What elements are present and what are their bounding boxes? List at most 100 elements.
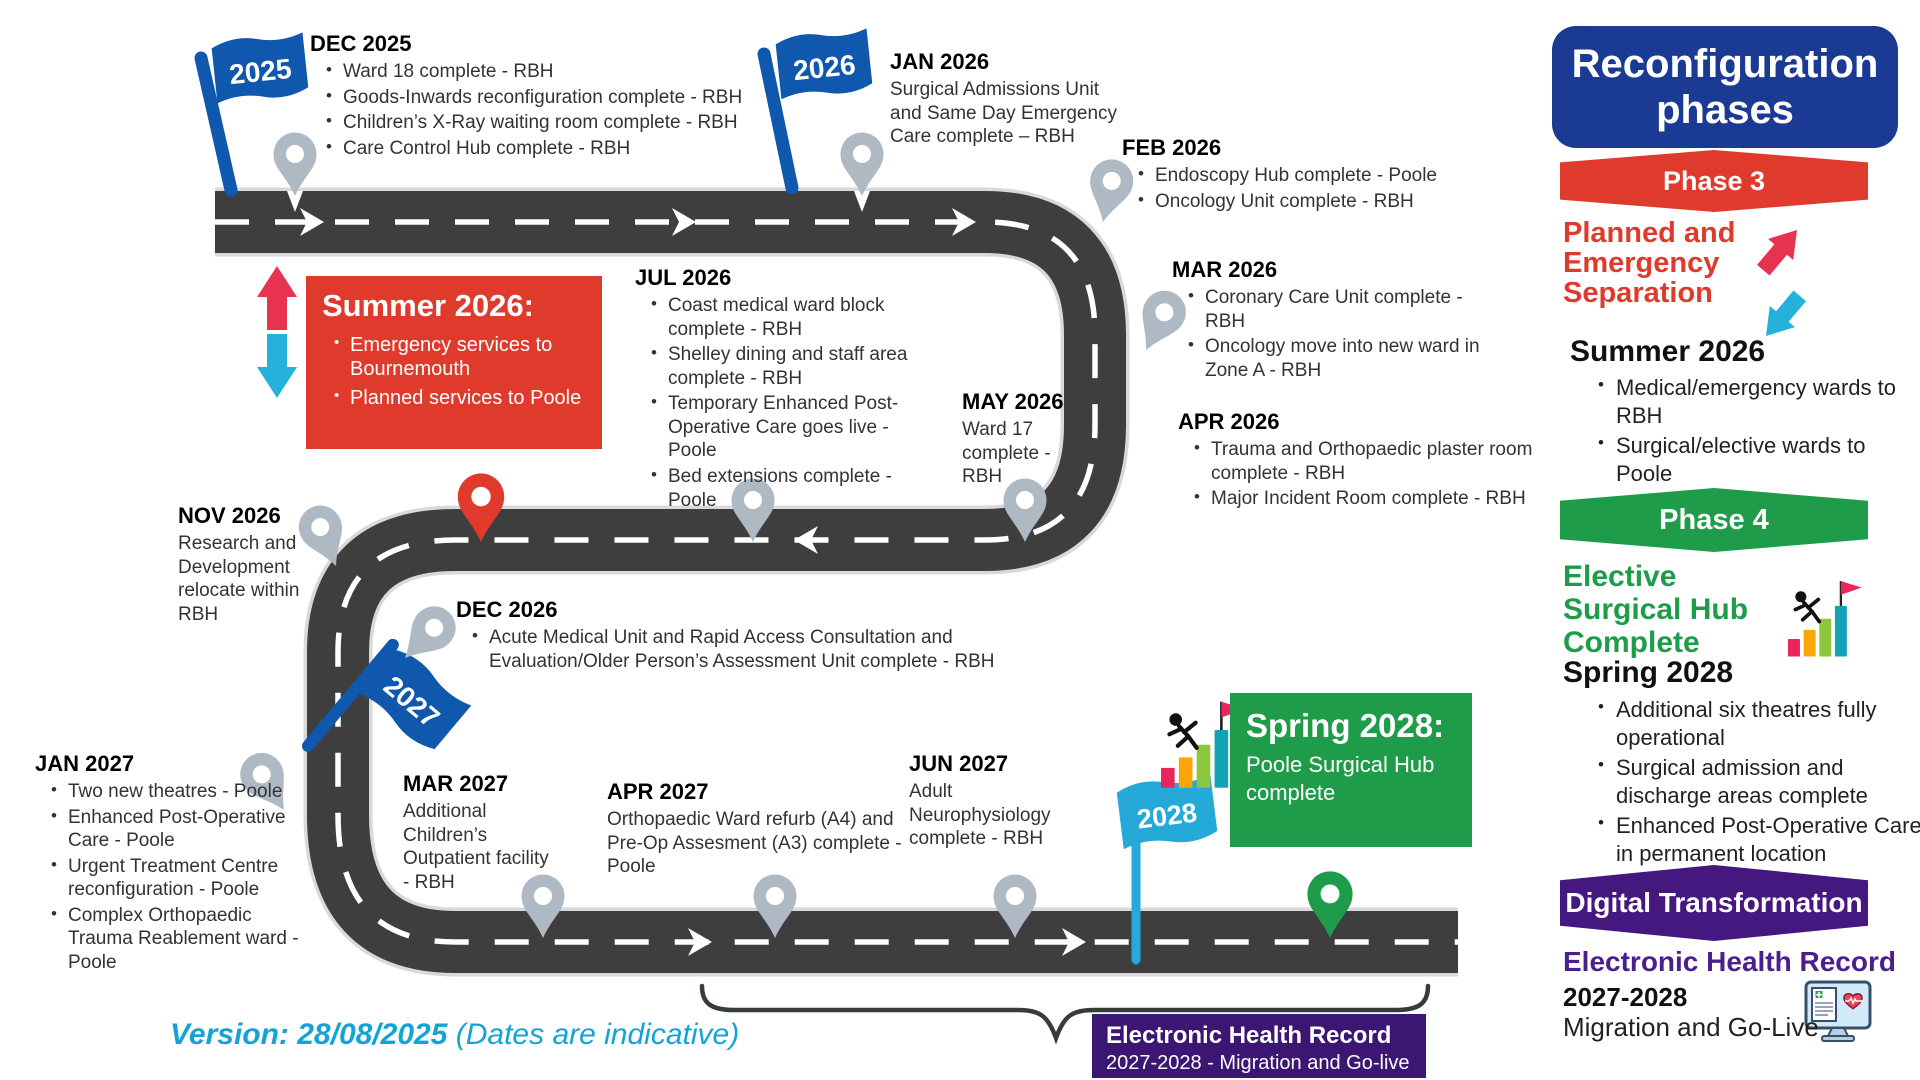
bullet-item: Children’s X-Ray waiting room complete -… [326,110,760,135]
callout-heading: Summer 2026: [322,288,534,323]
bullet-item: Additional six theatres fully operationa… [1598,696,1920,751]
flag-2025-label: 2025 [228,53,293,90]
sidebar-climber-chart-icon [1786,579,1864,659]
bullet-item: Goods-Inwards reconfiguration complete -… [326,85,760,110]
bullet-item: Complex Orthopaedic Trauma Reablement wa… [51,903,320,975]
milestone-jun-2027: JUN 2027 Adult Neurophysiology complete … [909,751,1084,851]
milestone-heading: APR 2026 [1178,409,1280,434]
phase3-heading: Planned and Emergency Separation [1563,217,1736,310]
milestone-body: Adult Neurophysiology complete - RBH [909,781,1051,850]
bullet-item: Planned services to Poole [334,387,588,411]
phase4-banner: Phase 4 [1560,488,1868,552]
milestone-dec-2026: DEC 2026 Acute Medical Unit and Rapid Ac… [456,597,1076,675]
milestone-body: Ward 17 complete - RBH [962,419,1051,488]
milestone-body: Orthopaedic Ward refurb (A4) and Pre-Op … [607,809,902,878]
bullet-item: Two new theatres - Poole [51,779,320,804]
milestone-heading: MAR 2027 [403,771,509,796]
bullet-item: Major Incident Room complete - RBH [1194,486,1533,511]
milestone-bullets: Ward 18 complete - RBHGoods-Inwards reco… [310,59,760,161]
swap-arrows-icon [257,266,297,398]
callout-body: Poole Surgical Hub complete [1246,752,1435,805]
milestone-heading: MAR 2026 [1172,257,1278,282]
bullet-item: Bed extensions complete - Poole [651,464,940,512]
milestone-heading: DEC 2025 [310,31,412,56]
bullet-item: Surgical/elective wards to Poole [1598,432,1918,487]
milestone-body: Surgical Admissions Unit and Same Day Em… [890,79,1118,148]
ehr-subtitle: 2027-2028 - Migration and Go-live [1106,1051,1410,1074]
milestone-heading: DEC 2026 [456,597,558,622]
milestone-mar-2027: MAR 2027 Additional Children’s Outpatien… [403,771,551,894]
phase3-banner: Phase 3 [1560,150,1868,212]
bullet-item: Surgical admission and discharge areas c… [1598,754,1920,809]
milestone-feb-2026: FEB 2026 Endoscopy Hub complete - PooleO… [1122,135,1467,215]
phase3-bullets: Medical/emergency wards to RBHSurgical/e… [1580,374,1918,490]
bullet-item: Ward 18 complete - RBH [326,59,760,84]
summer-2026-callout: Summer 2026: Emergency services to Bourn… [306,276,602,449]
bullet-item: Emergency services to Bournemouth [334,334,588,381]
milestone-may-2026: MAY 2026 Ward 17 complete - RBH [962,389,1074,489]
bullet-item: Enhanced Post-Operative Care - Poole [51,805,320,853]
bullet-item: Acute Medical Unit and Rapid Access Cons… [472,625,1076,673]
milestone-heading: JUL 2026 [635,265,732,290]
flag-2027: 2027 [302,638,472,755]
milestone-heading: JAN 2026 [890,49,990,74]
bullet-item: Care Control Hub complete - RBH [326,136,760,161]
digital-transformation-banner: Digital Transformation [1560,865,1868,941]
milestone-heading: JAN 2027 [35,751,135,776]
phase4-heading: Elective Surgical Hub Complete [1563,560,1749,659]
sidebar-ehr-period: 2027-2028 [1563,982,1688,1012]
bullet-item: Medical/emergency wards to RBH [1598,374,1918,429]
phase4-bullets: Additional six theatres fully operationa… [1580,696,1920,870]
milestone-body: Research and Development relocate within… [178,533,300,625]
bullet-item: Coast medical ward block complete - RBH [651,293,940,341]
milestone-heading: FEB 2026 [1122,135,1222,160]
milestone-bullets: Trauma and Orthopaedic plaster room comp… [1178,437,1533,511]
bullet-item: Temporary Enhanced Post-Operative Care g… [651,391,940,463]
milestone-nov-2026: NOV 2026 Research and Development reloca… [178,503,330,626]
pin-jan-2026 [840,132,884,196]
milestone-bullets: Acute Medical Unit and Rapid Access Cons… [456,625,1076,673]
milestone-apr-2027: APR 2027 Orthopaedic Ward refurb (A4) an… [607,779,907,879]
bullet-item: Oncology move into new ward in Zone A - … [1188,334,1507,382]
curly-brace [699,983,1431,1045]
callout-heading: Spring 2028: [1246,707,1445,744]
callout-bullets: Emergency services to BournemouthPlanned… [320,334,588,411]
milestone-jul-2026: JUL 2026 Coast medical ward block comple… [635,265,940,514]
milestone-jan-2027: JAN 2027 Two new theatres - PooleEnhance… [35,751,320,977]
bullet-item: Shelley dining and staff area complete -… [651,342,940,390]
milestone-mar-2026: MAR 2026 Coronary Care Unit complete - R… [1172,257,1507,384]
milestone-jan-2026: JAN 2026 Surgical Admissions Unit and Sa… [890,49,1126,149]
version-dates-note: (Dates are indicative) [455,1018,740,1051]
bullet-item: Urgent Treatment Centre reconfiguration … [51,854,320,902]
ehr-banner-box: Electronic Health Record 2027-2028 - Mig… [1092,1014,1426,1078]
milestone-bullets: Endoscopy Hub complete - PooleOncology U… [1122,163,1467,214]
bullet-item: Enhanced Post-Operative Care in permanen… [1598,812,1920,867]
sidebar-ehr-heading: Electronic Health Record [1563,946,1896,977]
bullet-item: Endoscopy Hub complete - Poole [1138,163,1467,188]
sidebar-ehr-subtitle: Migration and Go-Live [1563,1012,1819,1042]
bullet-item: Coronary Care Unit complete - RBH [1188,285,1507,333]
milestone-dec-2025: DEC 2025 Ward 18 complete - RBHGoods-Inw… [310,31,760,162]
version-label: Version: 28/08/2025 [170,1018,448,1051]
flag-2028: 2028 [1115,773,1219,965]
bullet-item: Oncology Unit complete - RBH [1138,189,1467,214]
milestone-heading: NOV 2026 [178,503,281,528]
flag-2025: 2025 [194,31,309,197]
sidebar-title: Reconfiguration phases [1552,26,1898,148]
phase4-subheading: Spring 2028 [1563,656,1734,689]
phase3-subheading: Summer 2026 [1570,335,1766,368]
milestone-heading: MAY 2026 [962,389,1064,414]
milestone-bullets: Coast medical ward block complete - RBHS… [635,293,940,512]
milestone-bullets: Two new theatres - PooleEnhanced Post-Op… [35,779,320,975]
spring-2028-callout: Spring 2028: Poole Surgical Hub complete [1230,693,1472,847]
flag-2028-label: 2028 [1135,797,1198,834]
milestone-heading: JUN 2027 [909,751,1009,776]
milestone-bullets: Coronary Care Unit complete - RBHOncolog… [1172,285,1507,382]
milestone-heading: APR 2027 [607,779,709,804]
milestone-apr-2026: APR 2026 Trauma and Orthopaedic plaster … [1178,409,1533,513]
milestone-body: Additional Children’s Outpatient facilit… [403,801,549,893]
bullet-item: Trauma and Orthopaedic plaster room comp… [1194,437,1533,485]
flag-2026: 2026 [757,27,873,195]
ehr-title: Electronic Health Record [1106,1022,1392,1049]
